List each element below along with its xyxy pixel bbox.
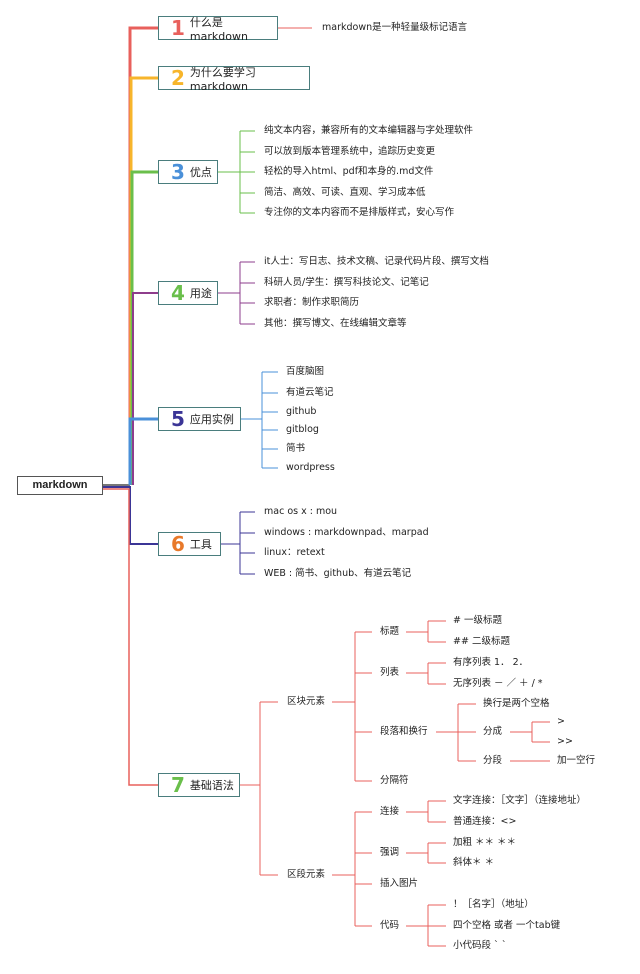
leaf-item: 加一空行 (557, 755, 596, 766)
topic-advantages[interactable]: 3 优点 (158, 160, 218, 184)
leaf-item: 轻松的导入html、pdf和本身的.md文件 (264, 166, 434, 177)
code-node: 代码 (380, 920, 400, 931)
topic-number: 2 (171, 66, 185, 90)
topic-label: 为什么要学习markdown (189, 65, 256, 93)
leaf-item: gitblog (286, 424, 319, 435)
block-elements-node: 区块元素 (287, 696, 326, 707)
topic-number: 3 (171, 160, 185, 184)
leaf-item: 四个空格 或者 一个tab键 (453, 920, 561, 931)
leaf-item: 有序列表 1． 2． (453, 657, 529, 668)
topic-why-learn[interactable]: 2 为什么要学习markdown (158, 65, 310, 93)
leaf-item: 求职者：制作求职简历 (264, 297, 360, 308)
leaf-item: 文字连接：［文字］（连接地址） (453, 795, 587, 806)
topic-label: 应用实例 (189, 413, 234, 426)
leaf-item: wordpress (286, 462, 335, 473)
leaf-item: 可以放到版本管理系统中，追踪历史变更 (264, 146, 436, 157)
topic-syntax[interactable]: 7 基础语法 (158, 773, 240, 797)
title-node: 标题 (380, 626, 400, 637)
leaf-item: WEB : 简书、github、有道云笔记 (264, 568, 412, 579)
topic-what-is[interactable]: 1 什么是markdown (158, 15, 278, 43)
leaf-item: 小代码段 ` ` (453, 940, 507, 951)
leaf-item: mac os x : mou (264, 506, 338, 517)
topic-number: 1 (171, 16, 185, 40)
leaf-item: linux：retext (264, 547, 325, 558)
leaf-item: ## 二级标题 (453, 636, 510, 647)
paragraph-node: 段落和换行 (380, 726, 428, 737)
leaf-item: 换行是两个空格 (483, 698, 550, 709)
root-node[interactable]: markdown (17, 476, 103, 495)
leaf-item: 其他：撰写博文、在线编辑文章等 (264, 318, 407, 329)
topic-number: 5 (171, 407, 185, 431)
link-node: 连接 (380, 806, 400, 817)
topic-number: 7 (171, 773, 185, 797)
leaf-item: 专注你的文本内容而不是排版样式，安心写作 (264, 207, 455, 218)
topic-tools[interactable]: 6 工具 (158, 532, 221, 556)
emphasis-node: 强调 (380, 847, 400, 858)
leaf-item: 百度脑图 (286, 366, 325, 377)
leaf-item: github (286, 406, 317, 417)
leaf-item: 无序列表 － ／ ＋ / * (453, 678, 543, 689)
segment-node: 分段 (483, 755, 503, 766)
span-elements-node: 区段元素 (287, 869, 326, 880)
list-node: 列表 (380, 667, 400, 678)
leaf-item: windows : markdownpad、marpad (264, 527, 429, 538)
leaf-item: it人士：写日志、技术文稿、记录代码片段、撰写文档 (264, 256, 489, 267)
divider-node: 分隔符 (380, 775, 409, 786)
topic-examples[interactable]: 5 应用实例 (158, 407, 241, 431)
leaf-item: 纯文本内容，兼容所有的文本编辑器与字处理软件 (264, 125, 474, 136)
leaf-item: 简书 (286, 443, 306, 454)
leaf-item: 加粗 ＊＊ ＊＊ (453, 837, 517, 848)
image-node: 插入图片 (380, 878, 419, 889)
leaf-item: 有道云笔记 (286, 387, 334, 398)
topic-label: 优点 (189, 166, 212, 179)
topic-number: 4 (171, 281, 185, 305)
leaf-item: > (557, 716, 565, 727)
leaf-item: 普通连接：<> (453, 816, 517, 827)
leaf-item: 斜体＊ ＊ (453, 857, 495, 868)
leaf-item: # 一级标题 (453, 615, 502, 626)
leaf-item: ！［名字］（地址） (453, 899, 534, 910)
topic-label: 工具 (189, 538, 212, 551)
topic-label: 什么是markdown (189, 15, 248, 43)
leaf-item: 科研人员/学生：撰写科技论文、记笔记 (264, 277, 429, 288)
split-node: 分成 (483, 726, 503, 737)
topic-number: 6 (171, 532, 185, 556)
leaf-item: 简洁、高效、可读、直观、学习成本低 (264, 187, 426, 198)
leaf-item: markdown是一种轻量级标记语言 (322, 22, 468, 33)
topic-uses[interactable]: 4 用途 (158, 281, 218, 305)
topic-label: 用途 (189, 287, 212, 300)
leaf-item: >> (557, 736, 573, 747)
topic-label: 基础语法 (189, 779, 234, 792)
